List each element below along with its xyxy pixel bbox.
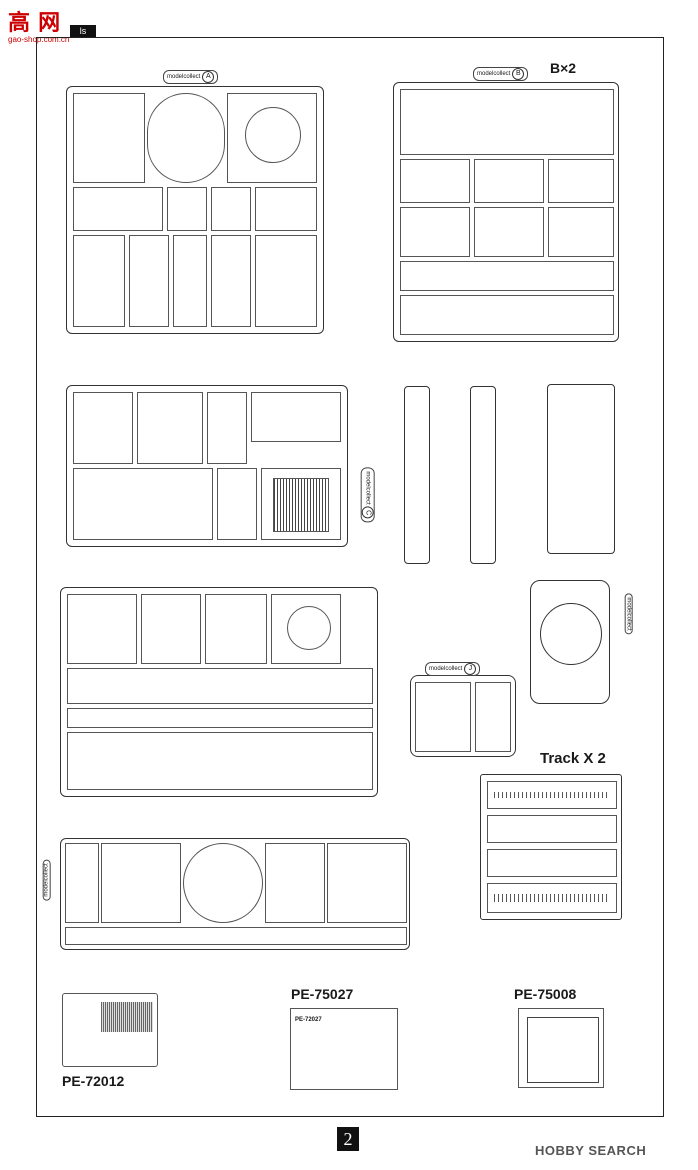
sprue-c-letter: C	[361, 506, 374, 519]
track-label: Track X 2	[540, 750, 606, 767]
sprue-c	[66, 385, 348, 547]
page-frame	[36, 37, 664, 1117]
logo-url: gao-shop.com.cn	[8, 35, 70, 44]
sprue-a	[66, 86, 324, 334]
hull-side-left	[404, 386, 430, 564]
sprue-j	[410, 675, 516, 757]
sprue-b	[393, 82, 619, 342]
sprue-e	[60, 838, 410, 950]
hull-side-right	[470, 386, 496, 564]
sprue-e-tag: modelcollect	[42, 859, 51, 901]
pe-75027-label: PE-75027	[291, 986, 354, 1002]
turret-ring	[540, 603, 602, 665]
hull-lower	[547, 384, 615, 554]
sprue-c-tag: modelcollectC	[360, 467, 375, 523]
brand-watermark: HOBBY SEARCH	[535, 1143, 647, 1158]
logo-text: 高 网	[8, 10, 62, 35]
pe-72012-label: PE-72012	[62, 1073, 125, 1089]
sprue-large	[60, 587, 378, 797]
sprue-b-count: B×2	[550, 60, 577, 76]
site-logo: 高 网 ls gao-shop.com.cn	[8, 5, 96, 44]
pe-75008-label: PE-75008	[514, 986, 577, 1002]
logo-sub: ls	[70, 25, 96, 37]
pe-75008-sheet	[518, 1008, 604, 1088]
sprue-j-letter: J	[464, 663, 477, 675]
sprue-a-letter: A	[202, 71, 215, 83]
sprue-b-letter: B	[512, 68, 525, 80]
sprue-d-tag: modelcollect	[624, 593, 633, 635]
page-number: 2	[337, 1127, 359, 1151]
pe-72012-sheet	[62, 993, 158, 1067]
pe-75027-sheet: PE-72027	[290, 1008, 398, 1090]
track-sprue	[480, 774, 622, 920]
pe-75027-inner-label: PE-72027	[295, 1017, 322, 1023]
